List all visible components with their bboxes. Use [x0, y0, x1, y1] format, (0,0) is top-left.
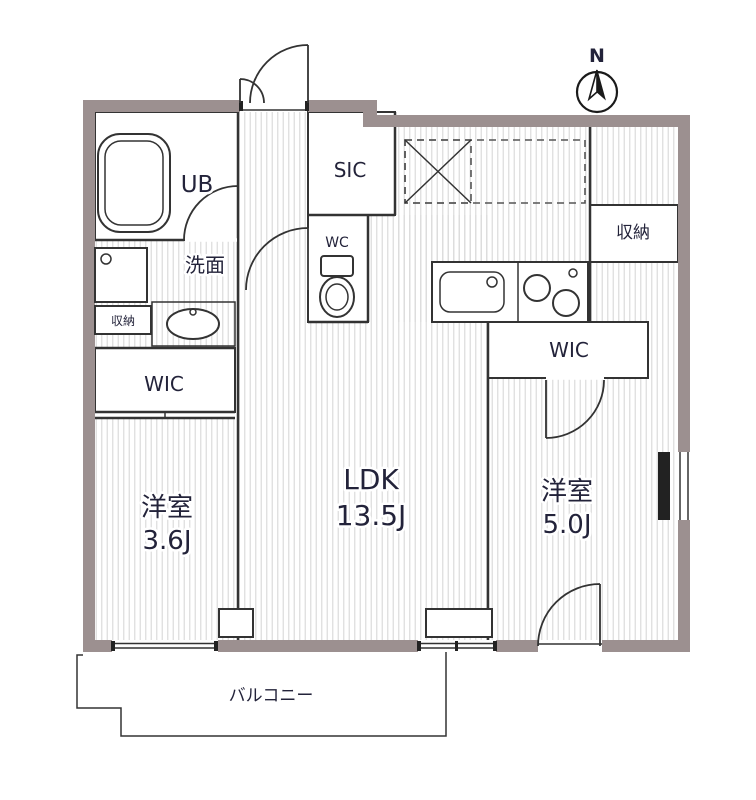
- vanity-counter-icon: [151, 301, 236, 347]
- ldk-name: LDK: [343, 463, 399, 496]
- window-left-lines: [112, 642, 218, 649]
- compass-needle-east: [596, 69, 606, 101]
- north-label: N: [589, 45, 605, 67]
- stove-knob-icon: [568, 268, 578, 278]
- labels: N UB 洗面 収納 WIC 洋室 3.6J SIC WC LDK 13.5J …: [108, 45, 652, 709]
- toilet-bowl-inner-icon: [325, 283, 349, 311]
- ub-label: UB: [181, 172, 214, 198]
- ldk-window-box: [425, 608, 493, 638]
- room-storage-right: [589, 204, 679, 263]
- bedroom-left-name: 洋室: [141, 493, 193, 523]
- storage-small-box: [94, 305, 152, 335]
- window-left-cap-1: [111, 641, 115, 651]
- door-arcs: [183, 44, 605, 647]
- right-wall-window-bar: [658, 452, 670, 520]
- door-gap-bedroom-right: [538, 640, 602, 652]
- wall-top-mid: [308, 100, 375, 112]
- fixtures: [94, 133, 586, 347]
- wic-left-label: WIC: [144, 372, 184, 396]
- toilet-bowl-icon: [319, 276, 355, 318]
- stove-burner-1-icon: [523, 274, 551, 302]
- room-wic-left: [94, 347, 236, 413]
- hall-door-arc: [245, 227, 309, 291]
- wall-right: [678, 115, 690, 652]
- window-left-cap-2: [214, 641, 218, 651]
- wic-right-label: WIC: [549, 338, 589, 362]
- washer-faucet-icon: [100, 253, 112, 265]
- window-ldk-cap-1: [417, 641, 421, 651]
- kitchen-sink-icon: [439, 271, 505, 313]
- right-wall-window-lines: [679, 452, 689, 520]
- wall-left: [83, 100, 95, 652]
- fridge-space-dashed: [404, 139, 586, 204]
- wc-label: WC: [325, 235, 349, 251]
- wall-gaps: [111, 101, 690, 652]
- bedroom-left-size: 3.6J: [142, 526, 191, 556]
- stove-burner-2-icon: [552, 289, 580, 317]
- basin-faucet-icon: [189, 308, 197, 316]
- wash-basin-icon: [166, 308, 220, 340]
- pillar-box: [218, 608, 254, 638]
- washroom-label: 洗面: [185, 253, 225, 277]
- sic-label: SIC: [334, 158, 367, 182]
- wall-top-left: [83, 100, 240, 112]
- storage-right-label: 収納: [616, 223, 650, 243]
- entry-cap-right: [305, 101, 309, 111]
- entry-cap-left: [239, 101, 243, 111]
- balcony-outline: [76, 652, 447, 737]
- fridge-box: [404, 139, 472, 204]
- storage-small-label: 収納: [111, 314, 135, 328]
- washing-machine-icon: [94, 247, 148, 303]
- floor-hall: [238, 112, 308, 640]
- wall-top-right: [365, 115, 690, 127]
- entry-door-arc-small: [239, 78, 265, 104]
- north-compass-icon: [575, 69, 619, 114]
- bathtub-inner-icon: [104, 140, 164, 226]
- bedroom-right-size: 5.0J: [542, 510, 591, 540]
- bathtub-icon: [97, 133, 171, 233]
- balcony: [76, 652, 447, 737]
- window-ldk-cap-2: [455, 641, 458, 651]
- floor-bedroom-left: [95, 418, 235, 640]
- fridge-cross-icon: [404, 139, 472, 204]
- floor-ldk: [308, 322, 488, 640]
- bath-door-arc: [183, 185, 239, 241]
- entry-door-arc: [249, 44, 309, 104]
- ldk-size: 13.5J: [336, 499, 407, 532]
- balcony-label: バルコニー: [229, 686, 314, 706]
- window-gap-right-wall: [678, 452, 690, 520]
- bedroom-right-name: 洋室: [541, 477, 593, 507]
- window-gap-left: [112, 640, 218, 652]
- bedroom-right-door-arc: [537, 583, 601, 647]
- kitchen-faucet-icon: [486, 276, 498, 288]
- wic-right-door-arc: [545, 379, 605, 439]
- toilet-tank-icon: [320, 255, 354, 277]
- window-ldk-cap-3: [493, 641, 497, 651]
